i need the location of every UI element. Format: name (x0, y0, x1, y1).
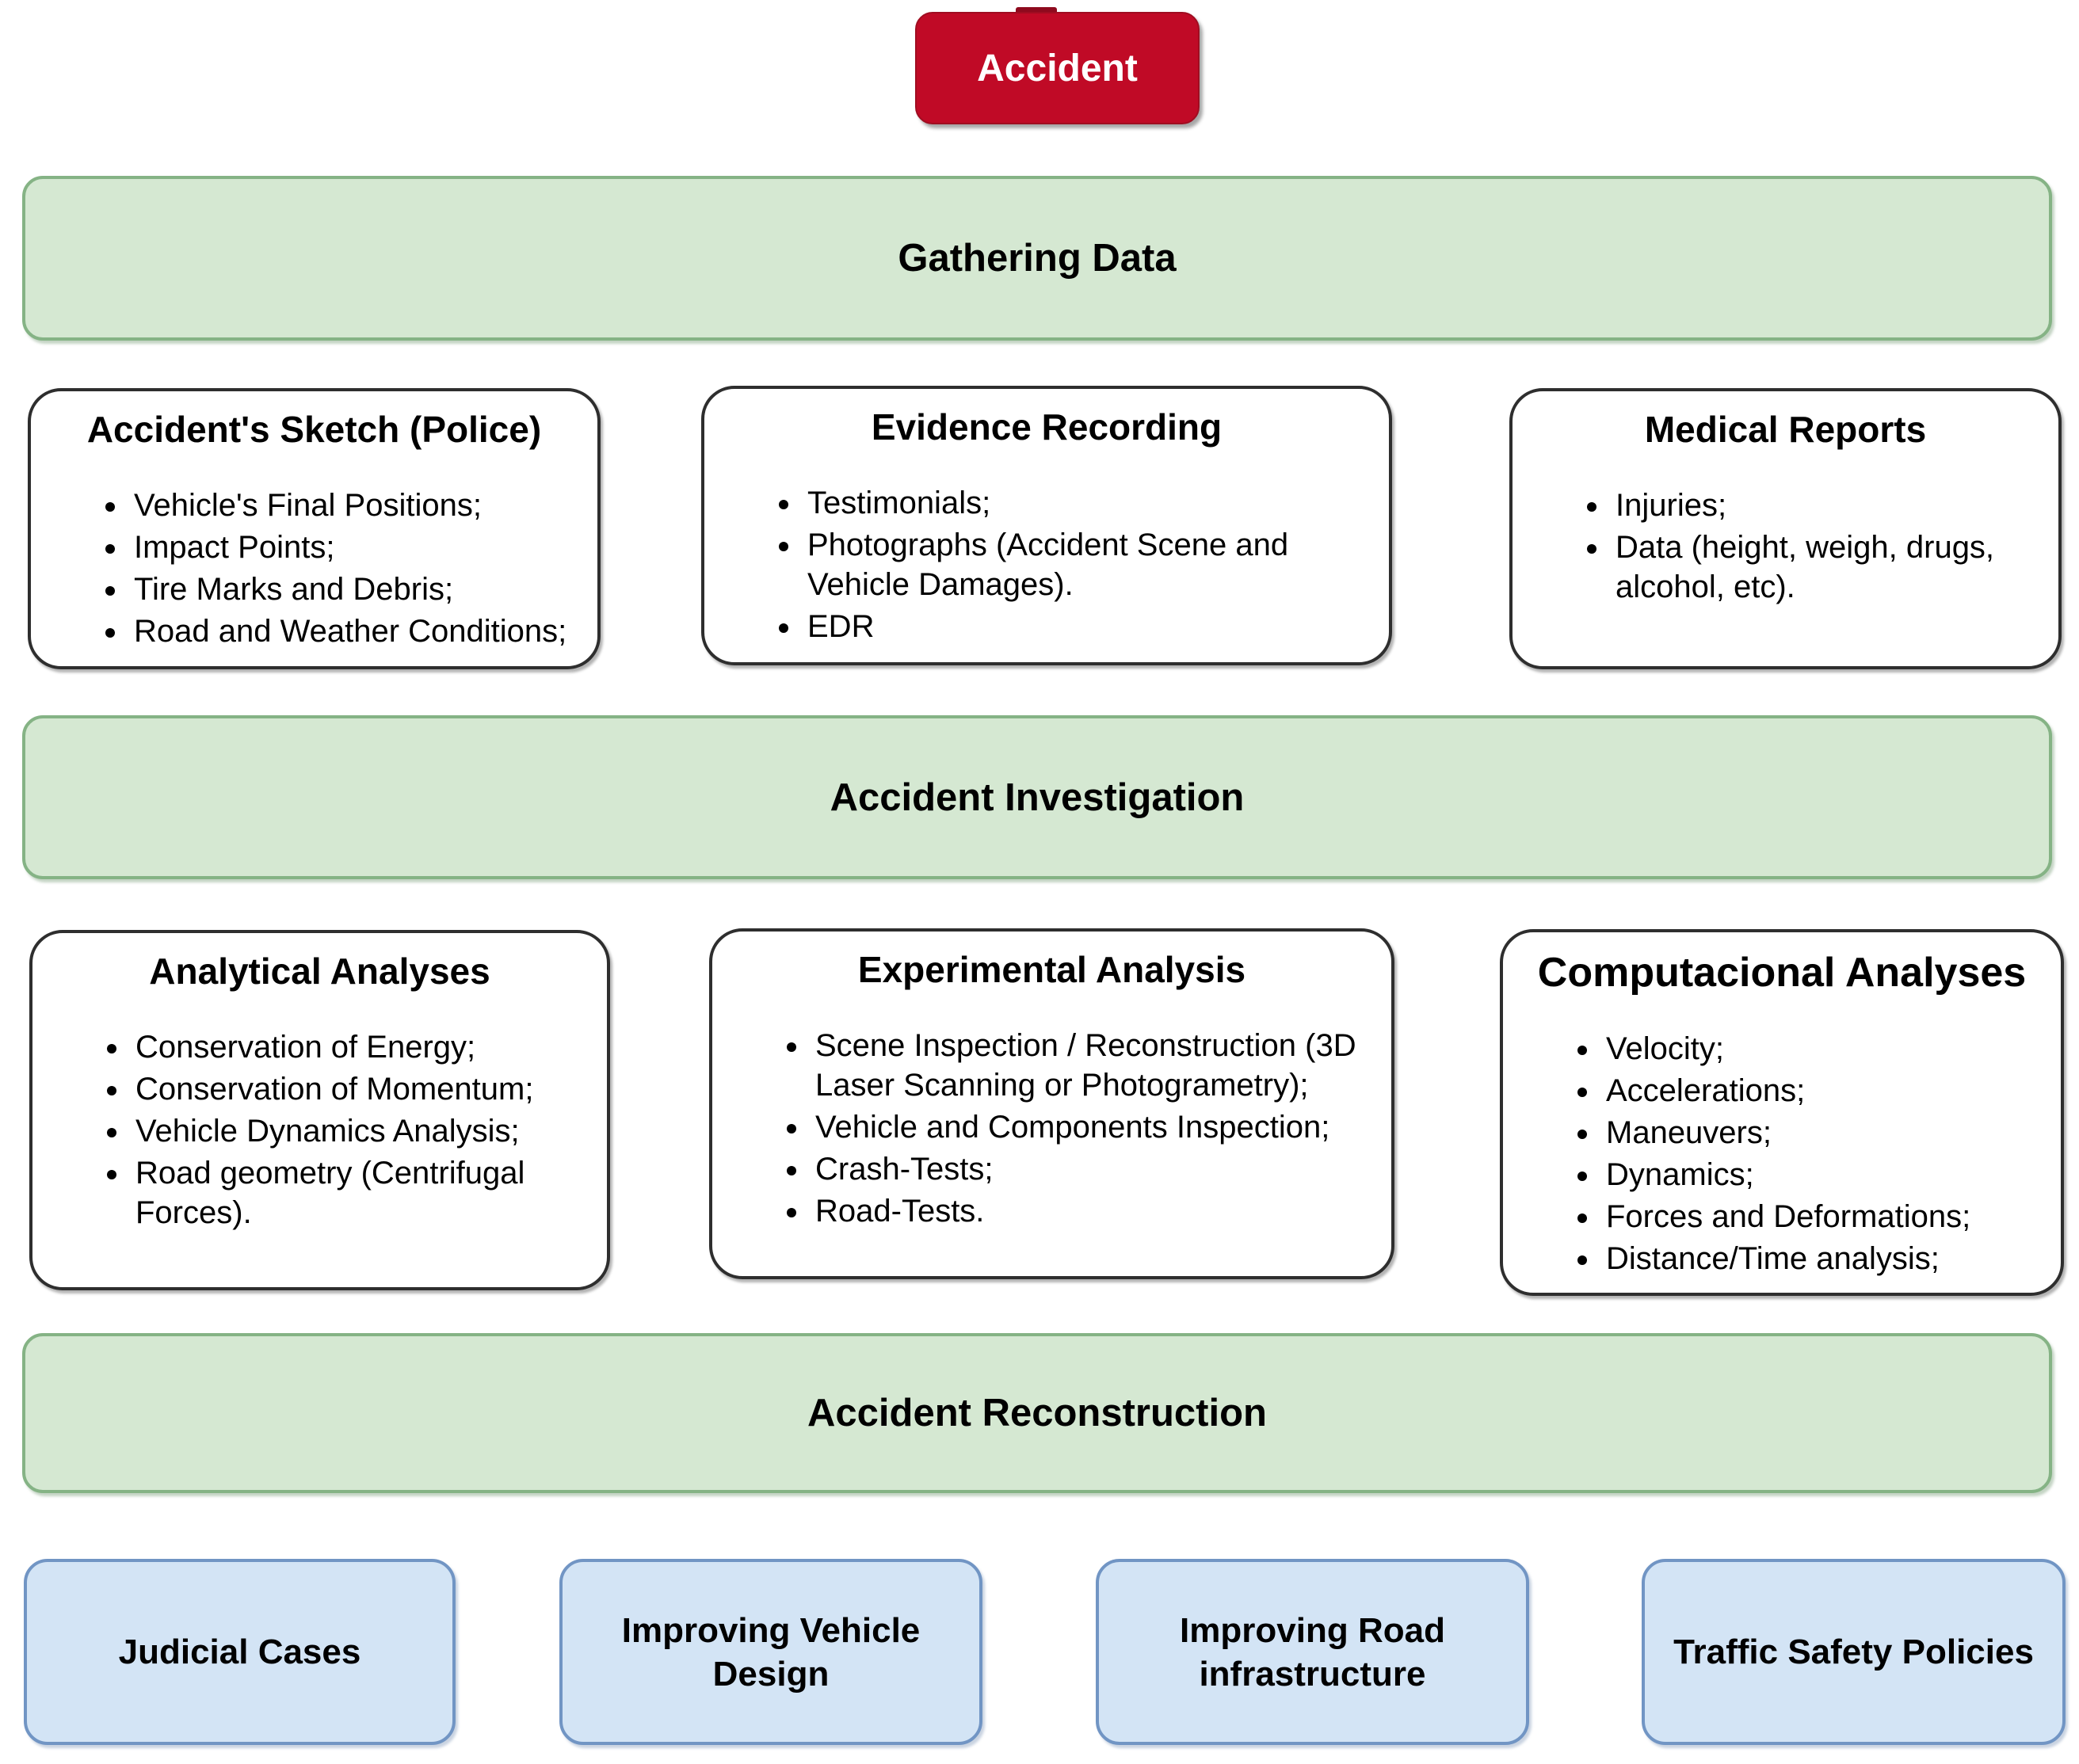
band-accident-investigation-label: Accident Investigation (830, 775, 1245, 819)
bullet-list: Conservation of Energy; Conservation of … (51, 1027, 588, 1233)
bullet-list: Vehicle's Final Positions; Impact Points… (50, 486, 578, 651)
band-accident-reconstruction: Accident Reconstruction (22, 1333, 2052, 1493)
bullet-item: Vehicle Dynamics Analysis; (131, 1111, 588, 1151)
card-title: Medical Reports (1644, 409, 1927, 450)
bullet-list: Velocity; Accelerations; Maneuvers; Dyna… (1522, 1029, 2042, 1278)
bullet-item: Tire Marks and Debris; (129, 570, 578, 609)
bullet-item: EDR (803, 607, 1370, 646)
bullet-list: Injuries; Data (height, weigh, drugs, al… (1532, 486, 2039, 607)
accident-root-node: Accident (915, 12, 1200, 124)
bullet-list: Testimonials; Photographs (Accident Scen… (723, 483, 1370, 646)
bullet-item: Velocity; (1601, 1029, 2042, 1069)
bullet-item: Vehicle's Final Positions; (129, 486, 578, 525)
bullet-item: Dynamics; (1601, 1155, 2042, 1194)
band-accident-reconstruction-label: Accident Reconstruction (807, 1392, 1267, 1434)
bullet-item: Vehicle and Components Inspection; (811, 1107, 1372, 1147)
bullet-item: Crash-Tests; (811, 1149, 1372, 1189)
bullet-list: Scene Inspection / Reconstruction (3D La… (731, 1026, 1372, 1231)
bullet-item: Distance/Time analysis; (1601, 1239, 2042, 1278)
card-medical-reports: Medical Reports Injuries; Data (height, … (1509, 388, 2062, 669)
band-gathering-data: Gathering Data (22, 176, 2052, 341)
bullet-item: Injuries; (1611, 486, 2039, 525)
bullet-item: Scene Inspection / Reconstruction (3D La… (811, 1026, 1372, 1105)
outcome-label: Traffic Safety Policies (1673, 1633, 2034, 1671)
bullet-item: Forces and Deformations; (1601, 1197, 2042, 1236)
bullet-item: Road-Tests. (811, 1191, 1372, 1231)
bullet-item: Impact Points; (129, 528, 578, 567)
card-experimental-analysis: Experimental Analysis Scene Inspection /… (709, 928, 1394, 1279)
accident-root-label: Accident (977, 47, 1138, 90)
bullet-item: Road geometry (Centrifugal Forces). (131, 1153, 588, 1233)
card-accidents-sketch-police: Accident's Sketch (Police) Vehicle's Fin… (28, 388, 601, 669)
card-title: Evidence Recording (871, 406, 1223, 448)
bullet-item: Testimonials; (803, 483, 1370, 523)
outcome-label: Improving Vehicle Design (621, 1610, 921, 1694)
bullet-item: Accelerations; (1601, 1071, 2042, 1111)
outcome-improving-road-infrastructure: Improving Road infrastructure (1096, 1559, 1529, 1745)
card-title: Analytical Analyses (149, 951, 490, 992)
bullet-item: Road and Weather Conditions; (129, 611, 578, 651)
bullet-item: Photographs (Accident Scene and Vehicle … (803, 525, 1370, 604)
card-title: Accident's Sketch (Police) (86, 409, 542, 450)
bullet-item: Data (height, weigh, drugs, alcohol, etc… (1611, 528, 2039, 607)
card-title: Computacional Analyses (1537, 950, 2027, 996)
outcome-label: Improving Road infrastructure (1180, 1610, 1445, 1694)
band-gathering-data-label: Gathering Data (898, 237, 1177, 280)
card-computacional-analyses: Computacional Analyses Velocity; Acceler… (1500, 929, 2064, 1296)
bullet-item: Conservation of Momentum; (131, 1069, 588, 1109)
bullet-item: Conservation of Energy; (131, 1027, 588, 1067)
card-evidence-recording: Evidence Recording Testimonials; Photogr… (701, 386, 1392, 665)
outcome-improving-vehicle-design: Improving Vehicle Design (559, 1559, 982, 1745)
outcome-label: Judicial Cases (118, 1633, 361, 1671)
outcome-traffic-safety-policies: Traffic Safety Policies (1642, 1559, 2066, 1745)
band-accident-investigation: Accident Investigation (22, 715, 2052, 879)
bullet-item: Maneuvers; (1601, 1113, 2042, 1153)
card-title: Experimental Analysis (857, 949, 1246, 990)
card-analytical-analyses: Analytical Analyses Conservation of Ener… (29, 930, 610, 1290)
outcome-judicial-cases: Judicial Cases (24, 1559, 456, 1745)
